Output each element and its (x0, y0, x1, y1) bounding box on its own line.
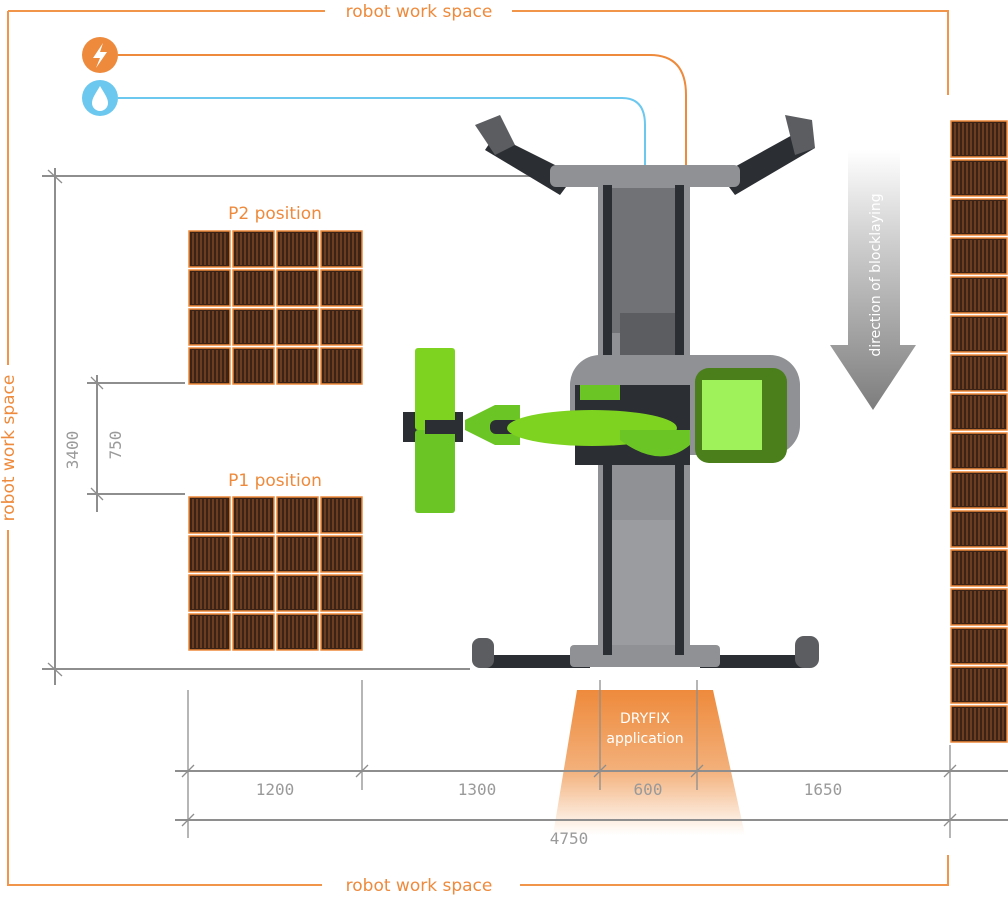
block (188, 574, 231, 612)
block (276, 269, 319, 307)
workspace-label-top: robot work space (346, 2, 493, 22)
dimension-600: 600 (634, 780, 663, 799)
block (232, 230, 275, 268)
workspace-border (7, 10, 949, 886)
block (188, 613, 231, 651)
block (232, 269, 275, 307)
pallet-p2 (188, 230, 363, 385)
direction-label: direction of blocklaying (868, 193, 884, 356)
block (232, 535, 275, 573)
block (232, 496, 275, 534)
workspace-label-left: robot work space (0, 375, 19, 522)
block (232, 613, 275, 651)
block (188, 269, 231, 307)
block (320, 613, 363, 651)
block (188, 347, 231, 385)
block (320, 496, 363, 534)
direction-arrow (830, 150, 916, 410)
block (320, 269, 363, 307)
block (276, 613, 319, 651)
dryfix-label-line1: DRYFIX (620, 711, 670, 727)
block (276, 496, 319, 534)
block (320, 308, 363, 346)
workspace-label-bottom: robot work space (346, 876, 493, 896)
water-drop-icon (82, 80, 118, 116)
block (188, 230, 231, 268)
dimension-lines-horizontal (175, 680, 1008, 838)
block (276, 535, 319, 573)
pallet-p1 (188, 496, 363, 651)
dimension-1200: 1200 (256, 780, 295, 799)
block (320, 230, 363, 268)
dimension-1650: 1650 (804, 780, 843, 799)
dryfix-label-line2: application (606, 731, 683, 747)
block-wall (950, 120, 1008, 743)
block (320, 535, 363, 573)
p1-position-label: P1 position (228, 471, 322, 491)
block (188, 496, 231, 534)
block (232, 347, 275, 385)
block (188, 535, 231, 573)
power-supply-line (118, 54, 687, 172)
dimension-4750: 4750 (550, 829, 589, 848)
block (232, 308, 275, 346)
dimension-lines-vertical (42, 168, 550, 685)
dimension-1300: 1300 (458, 780, 497, 799)
block (232, 574, 275, 612)
dimension-3400: 3400 (63, 431, 82, 470)
water-supply-line (118, 97, 646, 172)
p2-position-label: P2 position (228, 204, 322, 224)
dimension-750: 750 (106, 431, 125, 460)
block (320, 574, 363, 612)
block (276, 230, 319, 268)
block (320, 347, 363, 385)
block (276, 574, 319, 612)
block (276, 308, 319, 346)
lightning-bolt-icon (82, 37, 118, 73)
block (276, 347, 319, 385)
block (188, 308, 231, 346)
robot (403, 115, 819, 668)
